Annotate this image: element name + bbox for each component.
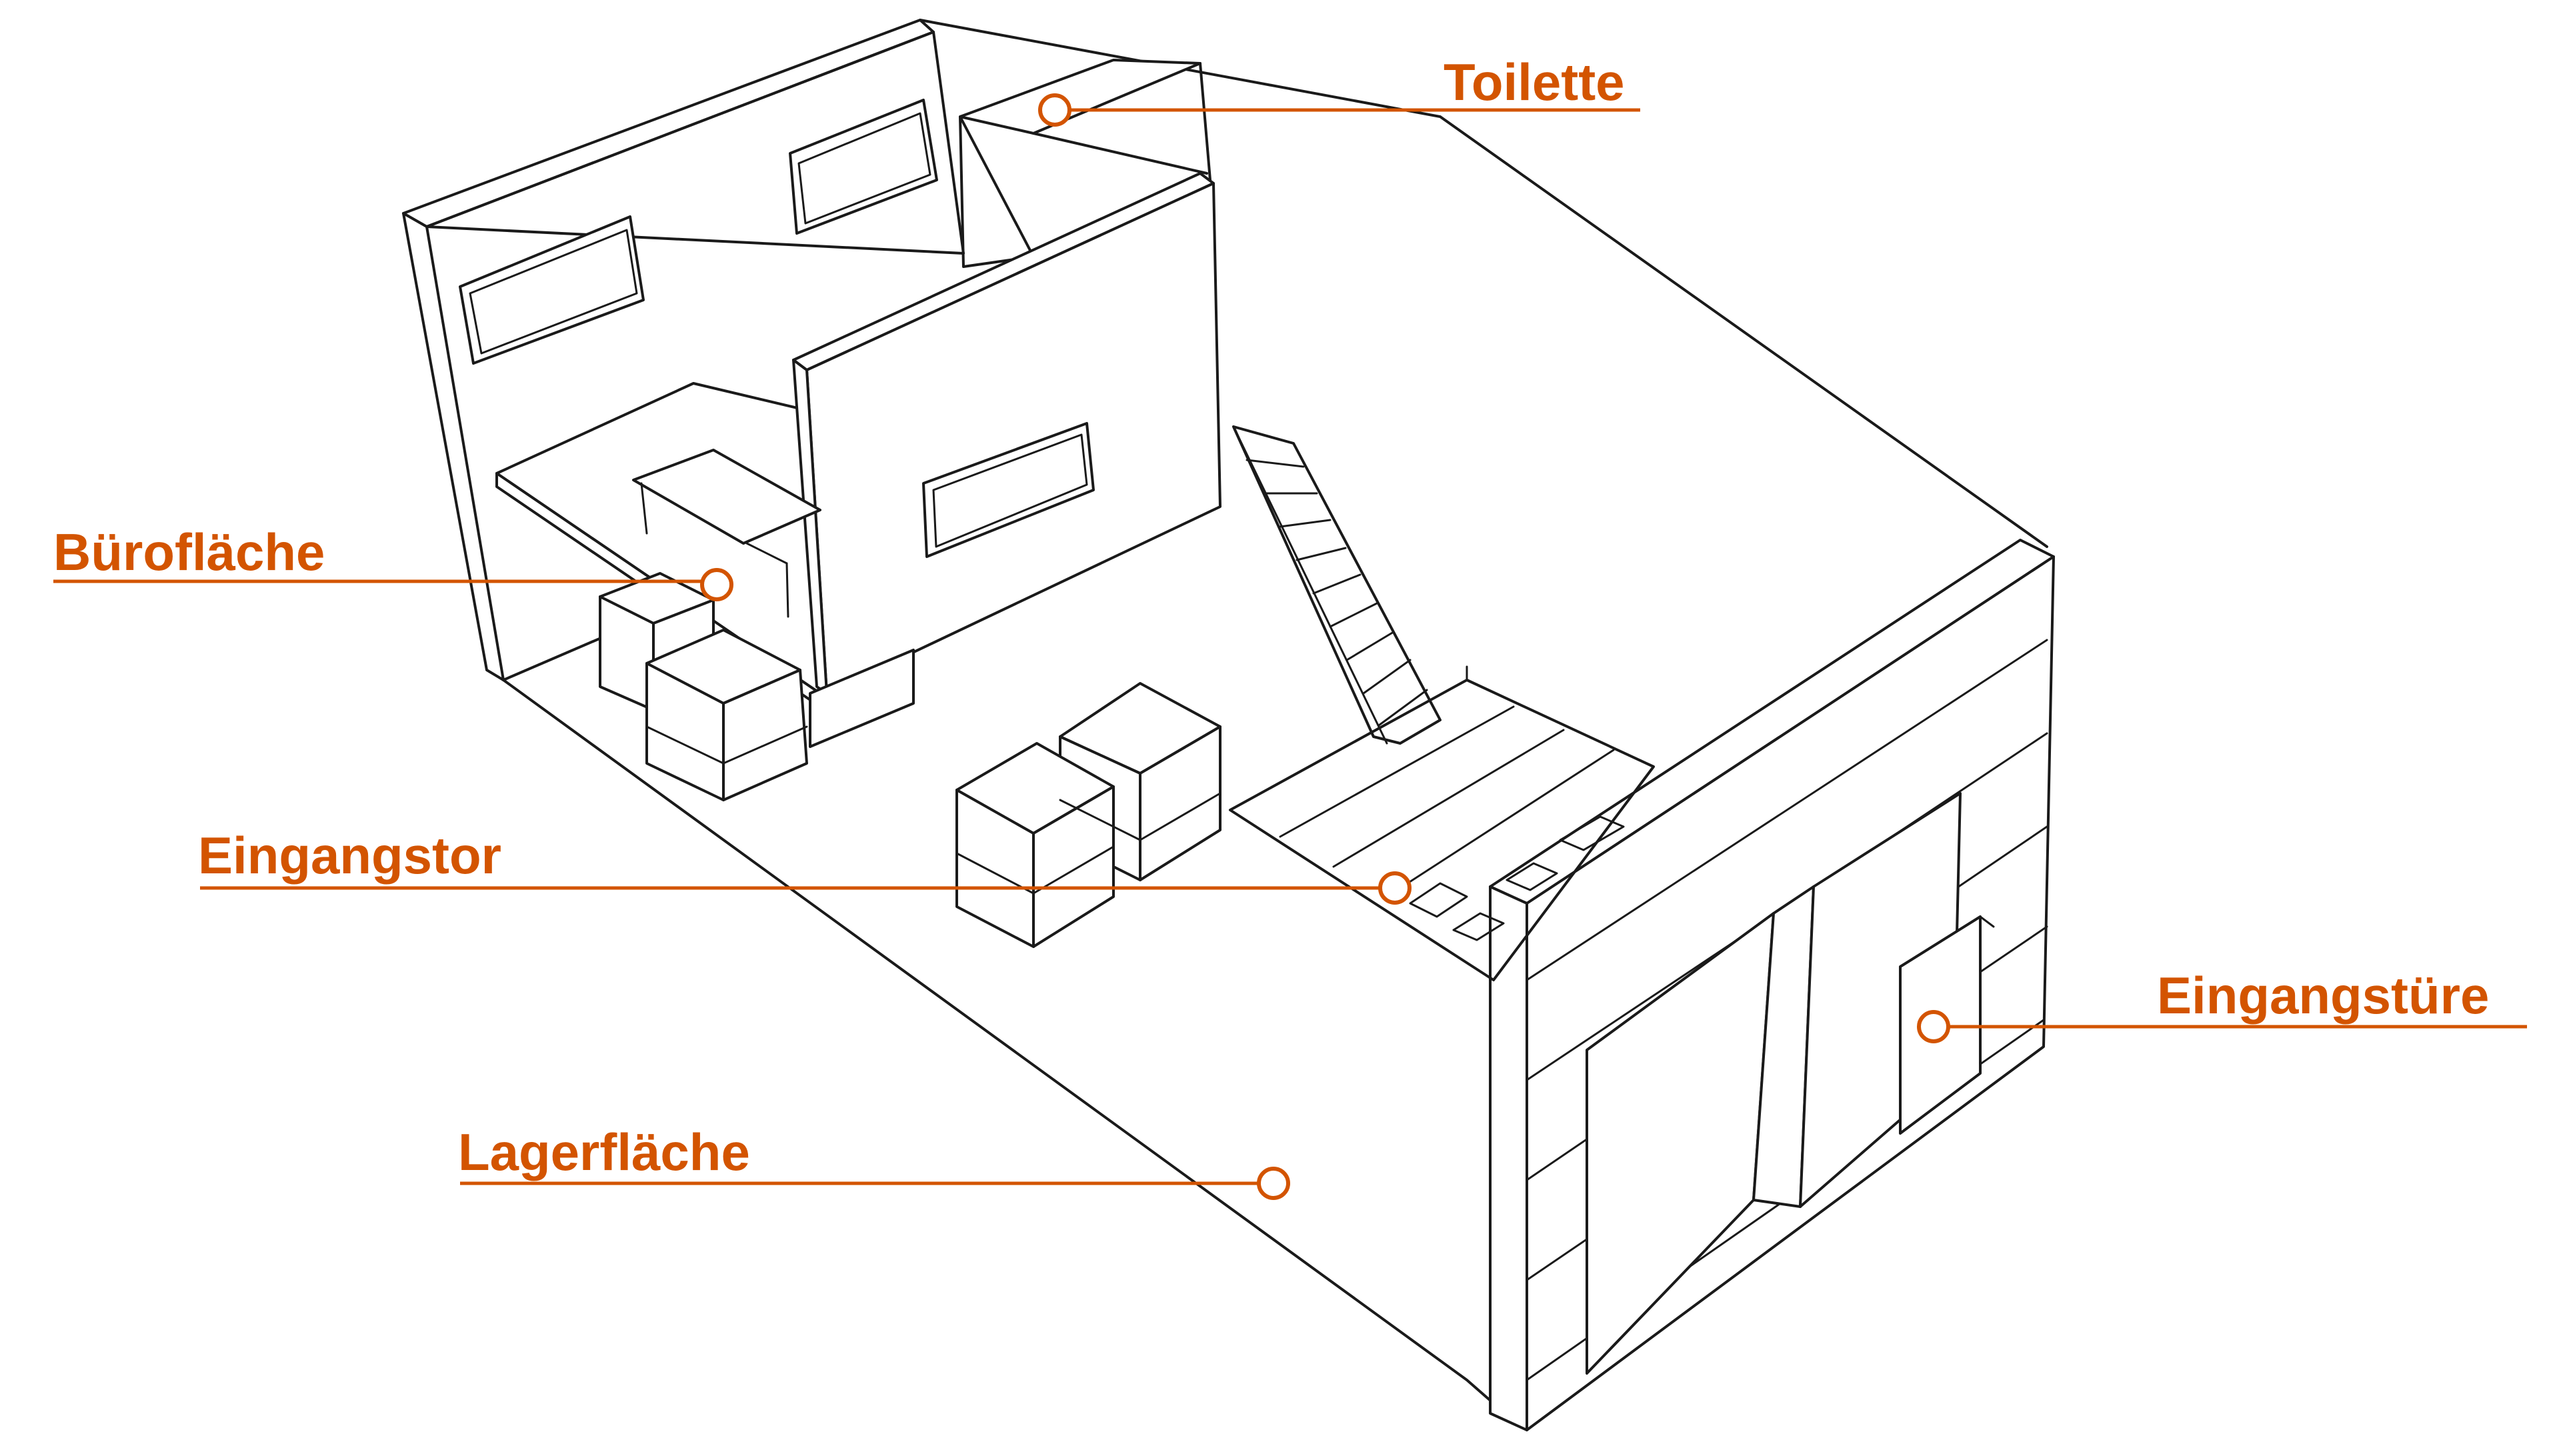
toilette-marker	[1038, 93, 1071, 127]
left-wall-inner	[425, 31, 965, 255]
front-wall	[1489, 539, 2055, 1431]
pallet-group-center	[955, 682, 1221, 948]
toilet-roof	[959, 59, 1201, 135]
label-lagerflaeche: Lagerfläche	[458, 1123, 750, 1181]
label-toilette: Toilette	[1444, 53, 1625, 111]
labels: Toilette Bürofläche Eingangstor Eingangs…	[53, 53, 2489, 1181]
floor-ramp	[1229, 679, 1655, 981]
label-eingangstor: Eingangstor	[198, 826, 501, 885]
desk	[632, 449, 821, 545]
lagerflaeche-marker	[1257, 1167, 1290, 1200]
window-right	[789, 99, 938, 235]
staircase	[1232, 425, 1442, 745]
eingangstuere-marker	[1917, 1010, 1950, 1043]
back-wall-top-edge	[919, 19, 2048, 548]
pallet-group-left	[599, 572, 915, 801]
callouts	[53, 93, 2527, 1200]
buero-marker	[700, 568, 733, 601]
label-buerofläche: Bürofläche	[53, 523, 325, 581]
front-wall-edge	[1489, 885, 1528, 1431]
building-shell	[402, 19, 2048, 1428]
gate-floor-area	[1229, 665, 1655, 981]
office-window	[922, 422, 1095, 558]
label-eingangstuere: Eingangstüre	[2157, 966, 2489, 1025]
eingangstor-marker	[1378, 871, 1412, 905]
window-left	[459, 215, 645, 365]
